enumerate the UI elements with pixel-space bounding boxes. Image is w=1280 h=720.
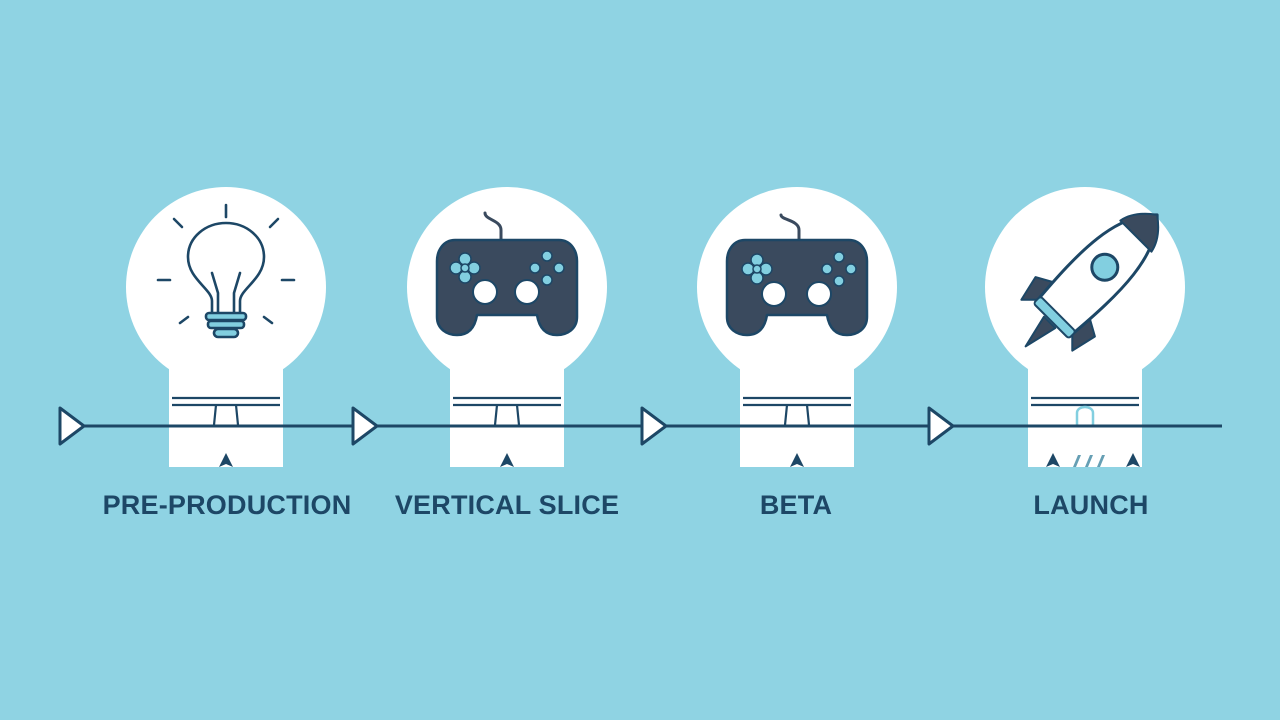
bulb-base-lines xyxy=(172,396,280,426)
bulb-base-lines xyxy=(743,396,851,426)
timeline-arrows xyxy=(58,406,955,446)
stage-label-vertical-slice: VERTICAL SLICE xyxy=(394,490,620,520)
timeline-arrow xyxy=(351,406,379,446)
stage-label-launch: LAUNCH xyxy=(1033,490,1149,520)
exhaust-arch xyxy=(1075,405,1095,425)
marker-caret xyxy=(500,453,514,467)
stage-label-pre-production: PRE-PRODUCTION xyxy=(102,490,352,520)
marker-caret xyxy=(790,453,804,467)
stage-pre-production xyxy=(126,187,326,467)
marker-caret xyxy=(1046,453,1060,467)
stage-beta xyxy=(697,187,897,467)
marker-caret xyxy=(1126,453,1140,467)
gamepad-icon xyxy=(725,213,869,337)
stage-label-beta: BETA xyxy=(759,490,833,520)
marker-caret xyxy=(219,453,233,467)
rocket-icon xyxy=(1020,212,1160,352)
lightbulb-icon xyxy=(156,203,296,339)
stage-launch xyxy=(985,187,1185,467)
timeline-arrow xyxy=(58,406,86,446)
bulb-base-lines xyxy=(1031,396,1139,407)
timeline-arrow xyxy=(640,406,668,446)
timeline-arrow xyxy=(927,406,955,446)
stage-markers xyxy=(219,453,1140,467)
launch-marker-bars xyxy=(1073,455,1105,467)
stage-vertical-slice xyxy=(407,187,607,467)
gamepad-icon xyxy=(435,211,579,337)
bulb-base-lines xyxy=(453,396,561,426)
